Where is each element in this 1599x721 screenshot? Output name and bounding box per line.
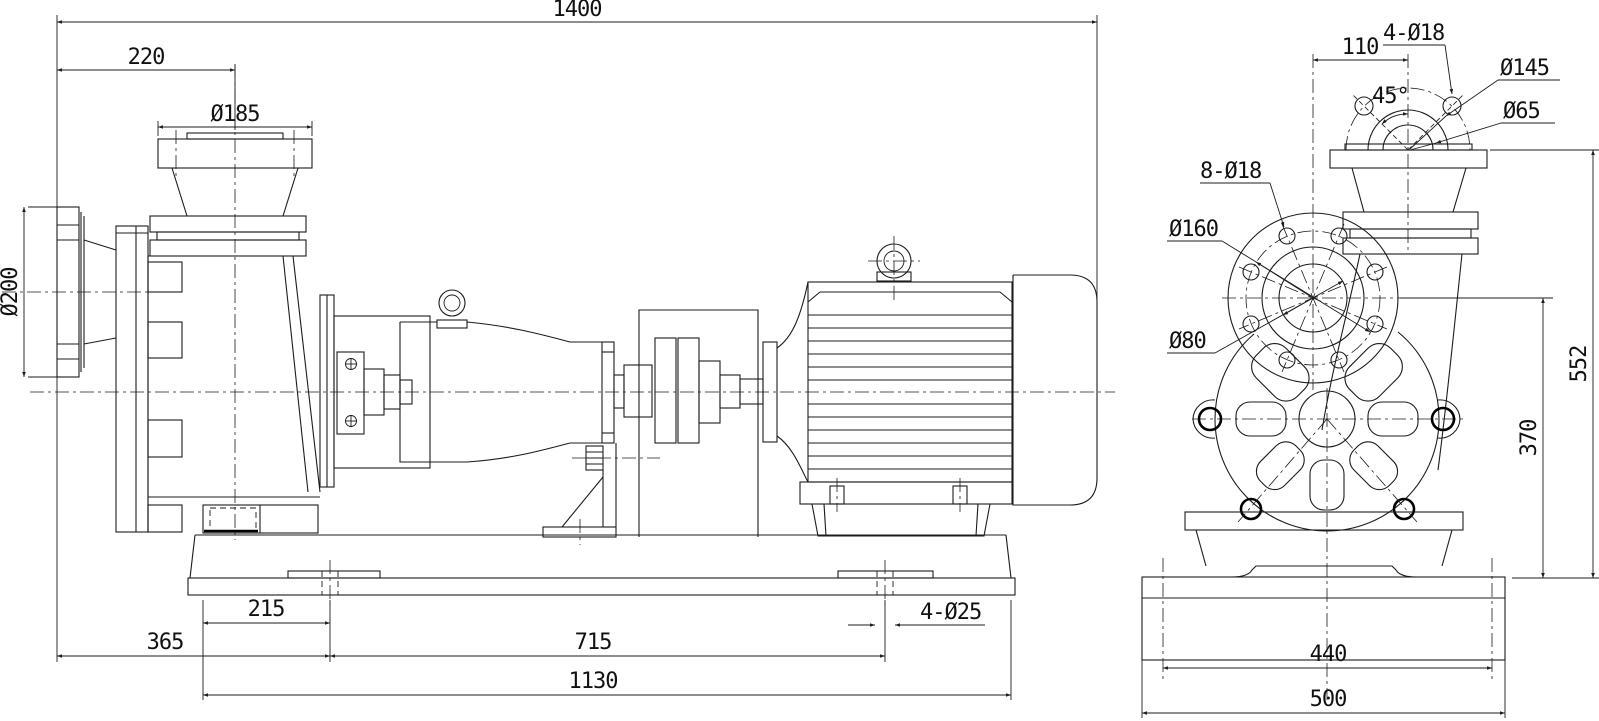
dim-discharge-bolt-holes: 4-Ø18 bbox=[1383, 21, 1444, 46]
discharge-bolt-hole bbox=[1354, 96, 1374, 116]
dim-suction-face-to-first-anchor: 365 bbox=[147, 630, 184, 655]
dim-base-width: 500 bbox=[1310, 687, 1347, 712]
discharge-pipe bbox=[1321, 253, 1361, 431]
base-block bbox=[1141, 576, 1506, 661]
dim-base-end-to-anchor: 215 bbox=[248, 597, 285, 622]
pedestal-base bbox=[1141, 511, 1506, 661]
dim-height-to-suction-axis: 370 bbox=[1517, 420, 1542, 457]
suction-bolt-circle bbox=[1245, 230, 1381, 366]
motor-body bbox=[807, 281, 1013, 483]
end-view-dimensions: 110 4-Ø18 Ø145 Ø65 45° 8-Ø18 Ø160 Ø80 bbox=[1141, 21, 1599, 718]
dim-suction-bolt-holes: 8-Ø18 bbox=[1200, 159, 1261, 184]
dim-suction-bolt-circle: Ø160 bbox=[1169, 217, 1218, 242]
dim-discharge-bolt-circle: Ø145 bbox=[1500, 56, 1549, 81]
side-view-dimensions: 1400 220 Ø185 Ø200 215 365 715 1130 bbox=[0, 0, 1098, 700]
motor-fins bbox=[808, 314, 1012, 470]
motor-flange bbox=[762, 341, 778, 443]
motor-feet bbox=[799, 481, 1013, 505]
dim-discharge-flange-od: Ø185 bbox=[211, 102, 260, 127]
bearing-end-cap bbox=[601, 341, 615, 444]
motor-pedestal bbox=[811, 503, 991, 537]
casing-cover bbox=[1192, 331, 1461, 532]
coupling-guard bbox=[638, 309, 759, 537]
side-view: 1400 220 Ø185 Ø200 215 365 715 1130 bbox=[0, 0, 1115, 700]
dim-overall-length: 1400 bbox=[553, 0, 602, 22]
dim-suction-face-to-discharge-axis: 220 bbox=[128, 45, 165, 70]
shaft-bore bbox=[1298, 390, 1356, 448]
suction-bore bbox=[1278, 263, 1348, 333]
casing-lug-hole bbox=[1430, 406, 1456, 432]
dim-anchor-spacing: 715 bbox=[575, 630, 612, 655]
end-view: 110 4-Ø18 Ø145 Ø65 45° 8-Ø18 Ø160 Ø80 bbox=[1141, 21, 1599, 718]
pump-casing bbox=[115, 225, 321, 534]
fan-cover bbox=[1012, 274, 1098, 506]
dim-anchor-holes: 4-Ø25 bbox=[920, 600, 981, 625]
baseplate bbox=[187, 534, 1016, 605]
dim-axis-offset: 110 bbox=[1342, 35, 1379, 60]
cover-cutouts bbox=[1235, 343, 1419, 511]
casing-lug-hole bbox=[1392, 497, 1416, 521]
motor bbox=[762, 236, 1098, 537]
dim-height-to-discharge-face: 552 bbox=[1567, 346, 1592, 383]
support-stand bbox=[542, 443, 617, 545]
dim-base-length: 1130 bbox=[569, 669, 618, 694]
lifting-eyebolt bbox=[438, 289, 466, 317]
discharge-flange-end bbox=[1321, 87, 1488, 471]
dim-discharge-bolt-angle: 45° bbox=[1372, 84, 1409, 109]
discharge-bolt-circle-arc bbox=[1345, 87, 1471, 151]
casing-lug-hole bbox=[1239, 497, 1263, 521]
dim-foot-bolt-spacing: 440 bbox=[1310, 642, 1347, 667]
bearing-housing bbox=[399, 289, 660, 471]
bearing-frame bbox=[319, 294, 431, 488]
pedestal-flange bbox=[1184, 511, 1464, 531]
anchor-pad bbox=[287, 570, 381, 579]
eyebolt-base bbox=[436, 319, 468, 329]
dim-suction-flange-od: Ø200 bbox=[0, 268, 23, 317]
coupling bbox=[623, 337, 764, 444]
discharge-flange bbox=[149, 130, 313, 257]
casing-lug-hole bbox=[1197, 406, 1223, 432]
dim-suction-bore: Ø80 bbox=[1169, 329, 1206, 354]
anchor-pad bbox=[837, 570, 934, 579]
dim-discharge-bore: Ø65 bbox=[1503, 99, 1540, 124]
